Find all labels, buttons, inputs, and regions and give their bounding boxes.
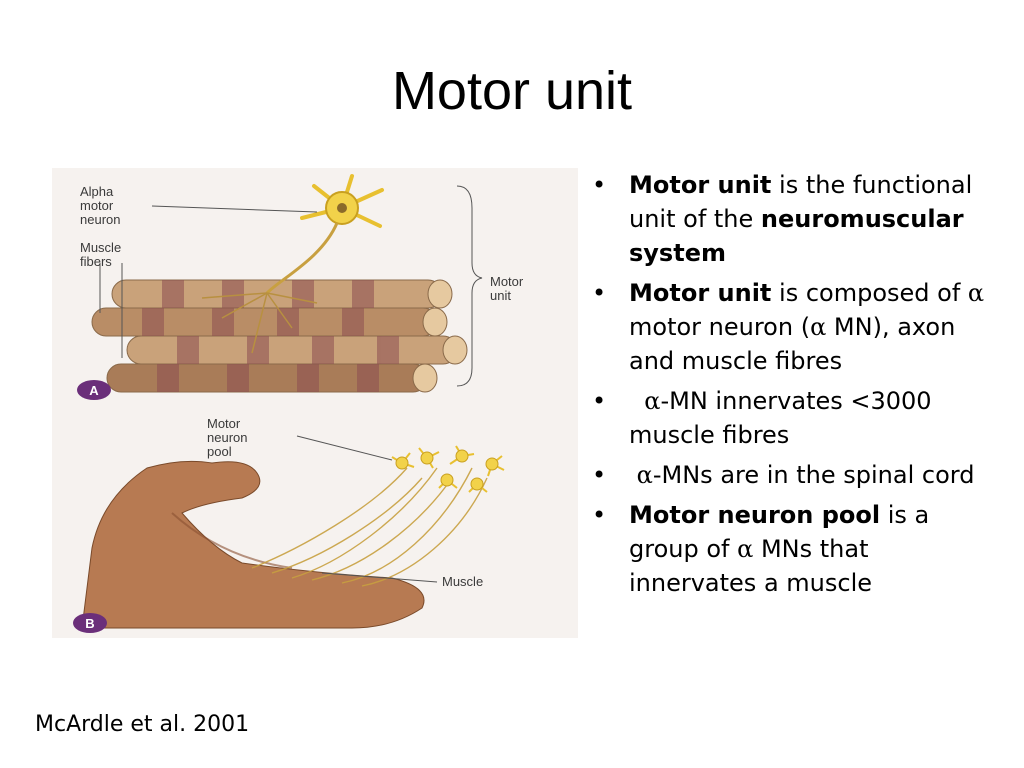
label-muscle-fibers-1: Muscle: [80, 240, 121, 255]
alpha-symbol: α: [636, 461, 653, 489]
label-motor-neuron-pool-2: neuron: [207, 430, 247, 445]
label-motor-neuron-pool-3: pool: [207, 444, 232, 459]
bullet-text: is composed of: [771, 279, 968, 307]
citation: McArdle et al. 2001: [35, 712, 250, 737]
bullet-item: Motor unit is the functional unit of the…: [590, 168, 1000, 270]
bullet-text: is the functional unit of the: [629, 171, 973, 233]
alpha-motor-neuron: [201, 174, 384, 354]
bullet-list: Motor unit is the functional unit of the…: [590, 168, 1000, 606]
alpha-symbol: α: [810, 313, 827, 341]
label-alpha-motor-neuron-2: motor: [80, 198, 114, 213]
label-motor-neuron-pool-1: Motor: [207, 416, 241, 431]
label-alpha-motor-neuron-3: neuron: [80, 212, 120, 227]
bullet-text: -MN innervates <3000 muscle fibres: [629, 387, 932, 449]
bullet-text: is a group of: [629, 501, 930, 563]
arm-illustration: [81, 460, 425, 629]
svg-text:B: B: [85, 616, 94, 631]
bullet-bold: Motor unit: [629, 279, 772, 307]
bullet-item: α-MNs are in the spinal cord: [590, 458, 1000, 492]
alpha-symbol: α: [644, 387, 661, 415]
bullet-item: Motor neuron pool is a group of α MNs th…: [590, 498, 1000, 600]
bullet-item: α-MN innervates <3000 muscle fibres: [590, 384, 1000, 452]
bullet-bold: Motor neuron pool: [629, 501, 881, 529]
motor-unit-illustration: Alpha motor neuron Muscle fibers Motor u…: [52, 168, 578, 638]
bullet-bold: neuromuscular system: [629, 205, 964, 267]
label-motor-unit-2: unit: [490, 288, 511, 303]
bullet-text: -MNs are in the spinal cord: [652, 461, 975, 489]
bullet-bold: Motor unit: [629, 171, 772, 199]
label-alpha-motor-neuron-1: Alpha: [80, 184, 114, 199]
badge-a: A: [77, 380, 111, 400]
alpha-symbol: α: [737, 535, 754, 563]
bullet-text: motor neuron (: [629, 313, 811, 341]
badge-b: B: [73, 613, 107, 633]
slide-title: Motor unit: [391, 61, 633, 121]
bullet-item: Motor unit is composed of α motor neuron…: [590, 276, 1000, 378]
motor-neuron-pool: [251, 445, 505, 587]
alpha-symbol: α: [967, 279, 985, 307]
label-muscle-fibers-2: fibers: [80, 254, 112, 269]
illustration-svg: Alpha motor neuron Muscle fibers Motor u…: [73, 174, 524, 633]
muscle-fiber-bundle: [91, 279, 468, 393]
svg-text:A: A: [89, 383, 99, 398]
bullet-text: MNs that innervates a muscle: [629, 535, 872, 597]
bullet-text: MN), axon and muscle fibres: [629, 313, 956, 375]
label-motor-unit-1: Motor: [490, 274, 524, 289]
label-muscle: Muscle: [442, 574, 483, 589]
